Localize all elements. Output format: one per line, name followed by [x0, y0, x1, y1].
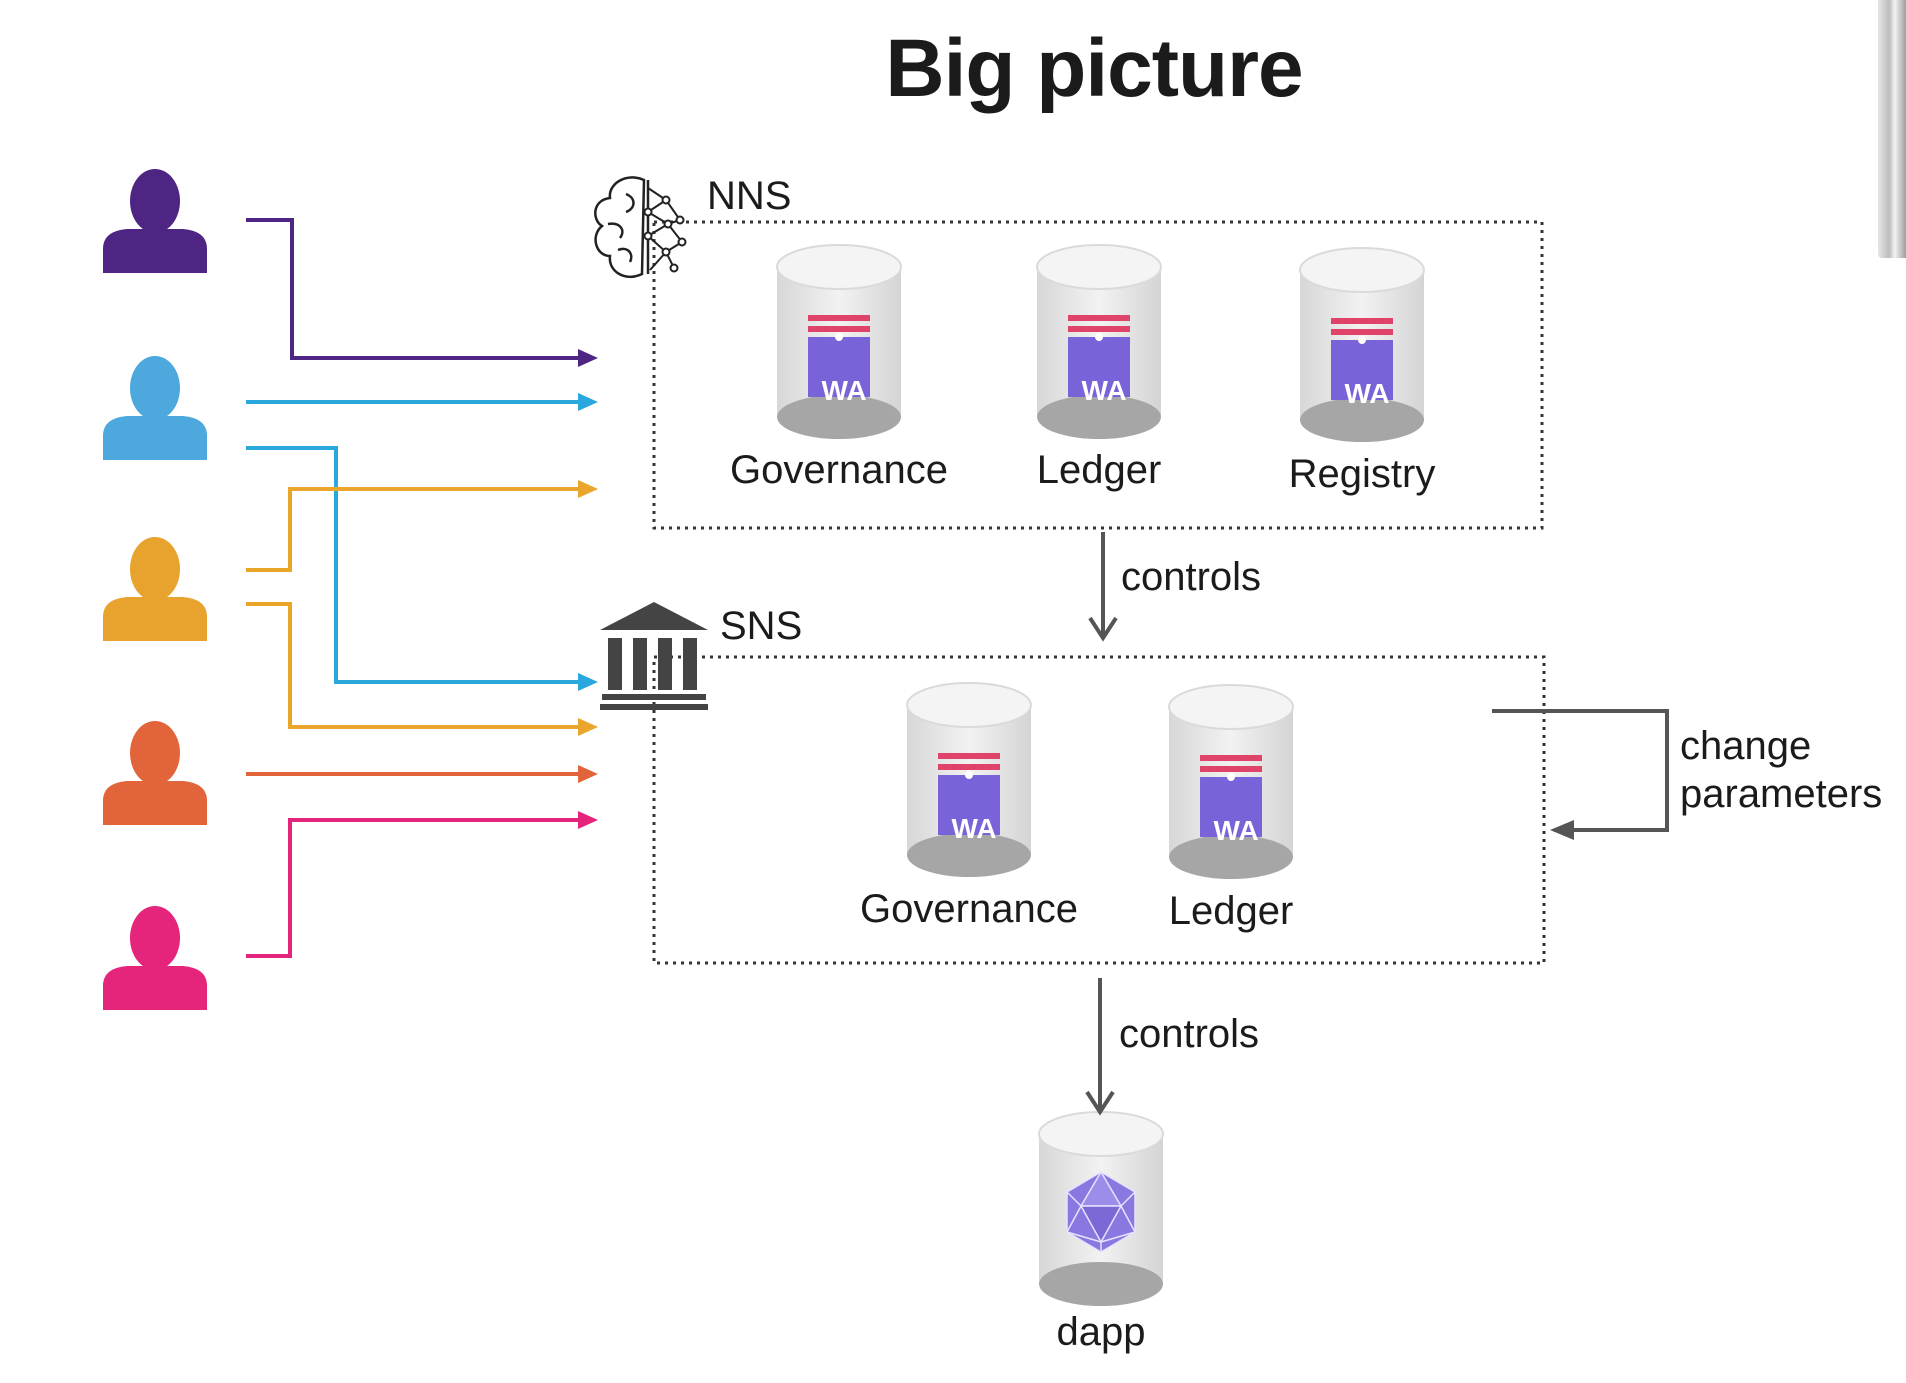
- arrowhead-change-parameters: [1550, 820, 1574, 840]
- sns-governance-label: Governance: [860, 887, 1078, 931]
- arrow-nns-to-sns: [1088, 532, 1118, 642]
- wa-badge-text: WA: [1344, 378, 1390, 409]
- arrowhead-orange-sns: [578, 718, 598, 736]
- icosahedron-icon: [1066, 1170, 1136, 1253]
- presenter-thumbnail: [1878, 0, 1906, 258]
- nns-governance-canister: [776, 244, 902, 440]
- sns-label: SNS: [720, 604, 803, 648]
- sns-governance-canister: [906, 682, 1032, 878]
- controls-label-nns-sns: controls: [1121, 555, 1262, 599]
- user-icon-pink: [103, 906, 207, 1010]
- user-icon-purple: [103, 169, 207, 273]
- arrowhead-red-orange: [578, 765, 598, 783]
- wa-badge-text: WA: [1213, 815, 1259, 846]
- wa-badge-text: WA: [951, 813, 997, 844]
- wa-badge-text: WA: [821, 375, 867, 406]
- user-icon-red-orange: [103, 721, 207, 825]
- dapp-canister: [1038, 1111, 1164, 1307]
- vote-arrow-purple: [246, 218, 580, 360]
- user-icon-orange: [103, 537, 207, 641]
- bank-icon: [600, 602, 708, 710]
- wa-badge-text: WA: [1081, 375, 1127, 406]
- nns-ledger-label: Ledger: [1036, 448, 1162, 492]
- controls-label-sns-dapp: controls: [1119, 1012, 1260, 1056]
- vote-arrow-orange-sns: [246, 602, 580, 729]
- arrowhead-blue-sns: [578, 673, 598, 691]
- vote-arrow-orange-nns: [246, 487, 580, 572]
- nns-ledger-canister: [1036, 244, 1162, 440]
- dapp-label: dapp: [1056, 1310, 1146, 1354]
- arrow-sns-to-dapp: [1085, 978, 1115, 1116]
- arrowhead-blue-nns: [578, 393, 598, 411]
- nns-registry-canister: [1299, 247, 1425, 443]
- nns-label: NNS: [707, 174, 792, 218]
- user-icon-blue: [103, 356, 207, 460]
- vote-arrow-pink: [246, 818, 580, 958]
- sns-box: [652, 655, 1546, 965]
- change-parameters-label-line1: change: [1680, 724, 1812, 768]
- sns-ledger-canister: [1168, 684, 1294, 880]
- nns-governance-label: Governance: [730, 448, 948, 492]
- sns-ledger-label: Ledger: [1168, 889, 1294, 933]
- arrow-change-parameters: [1492, 709, 1669, 832]
- arrowhead-purple: [578, 349, 598, 367]
- page-title: Big picture: [885, 23, 1303, 114]
- nns-registry-label: Registry: [1288, 452, 1436, 496]
- arrowhead-pink: [578, 811, 598, 829]
- change-parameters-label-line2: parameters: [1680, 772, 1883, 816]
- arrowhead-orange-nns: [578, 480, 598, 498]
- brain-icon: [594, 176, 687, 279]
- nns-box: [652, 220, 1544, 530]
- vote-arrow-blue-sns: [246, 446, 580, 684]
